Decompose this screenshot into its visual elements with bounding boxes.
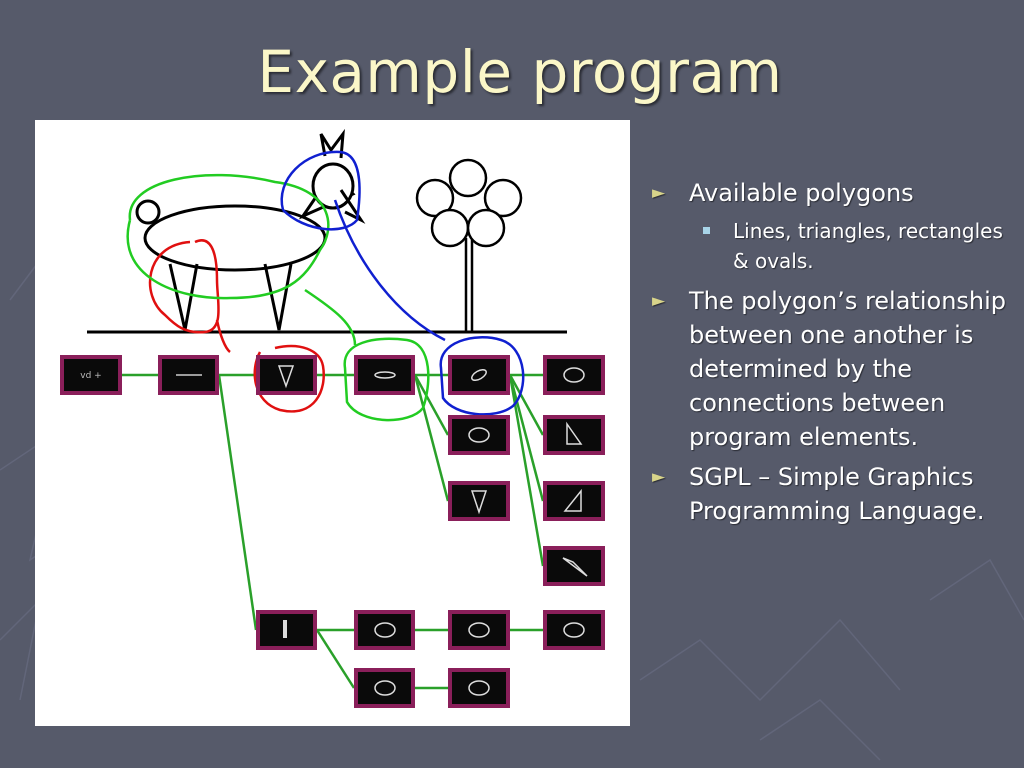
bullet-list: ► Available polygons Lines, triangles, r… (652, 176, 1012, 534)
node-n11 (543, 546, 605, 586)
green-annotation-circle (126, 173, 330, 300)
triangle-bullet-icon: ► (652, 467, 666, 487)
square-bullet-icon (703, 227, 710, 234)
node-n12 (256, 610, 317, 650)
node-n8 (543, 415, 605, 455)
bullet-item: ► Available polygons (652, 176, 1012, 210)
blue-annotation-circle (280, 150, 361, 231)
bullet-text: SGPL – Simple Graphics Programming Langu… (689, 463, 985, 525)
node-n10 (543, 481, 605, 521)
bullet-item: ► SGPL – Simple Graphics Programming Lan… (652, 460, 1012, 528)
svg-text:vd +: vd + (80, 371, 101, 381)
program-figure: vd + (35, 120, 630, 726)
node-n1: vd + (60, 355, 122, 395)
node-n3 (256, 355, 317, 395)
red-annotation-circle (148, 239, 220, 334)
bullet-item: ► The polygon’s relationship between one… (652, 284, 1012, 454)
node-n17 (448, 668, 510, 708)
node-n14 (448, 610, 510, 650)
node-n5 (448, 355, 510, 395)
triangle-bullet-icon: ► (652, 183, 666, 203)
program-diagram: vd + (60, 128, 605, 708)
node-n6 (543, 355, 605, 395)
bullet-text: The polygon’s relationship between one a… (689, 287, 1007, 451)
slide-title: Example program (257, 38, 783, 106)
node-n9 (448, 481, 510, 521)
sub-bullet-item: Lines, triangles, rectangles & ovals. (698, 216, 1012, 276)
horse-drawing (135, 128, 366, 331)
triangle-bullet-icon: ► (652, 291, 666, 311)
wires (122, 373, 545, 690)
tree-drawing (415, 158, 523, 332)
node-n16 (354, 668, 415, 708)
node-n13 (354, 610, 415, 650)
node-n7 (448, 415, 510, 455)
node-n2 (158, 355, 219, 395)
bullet-text: Available polygons (689, 179, 914, 207)
node-n4 (354, 355, 415, 395)
node-n15 (543, 610, 605, 650)
sub-bullet-text: Lines, triangles, rectangles & ovals. (733, 219, 1003, 273)
